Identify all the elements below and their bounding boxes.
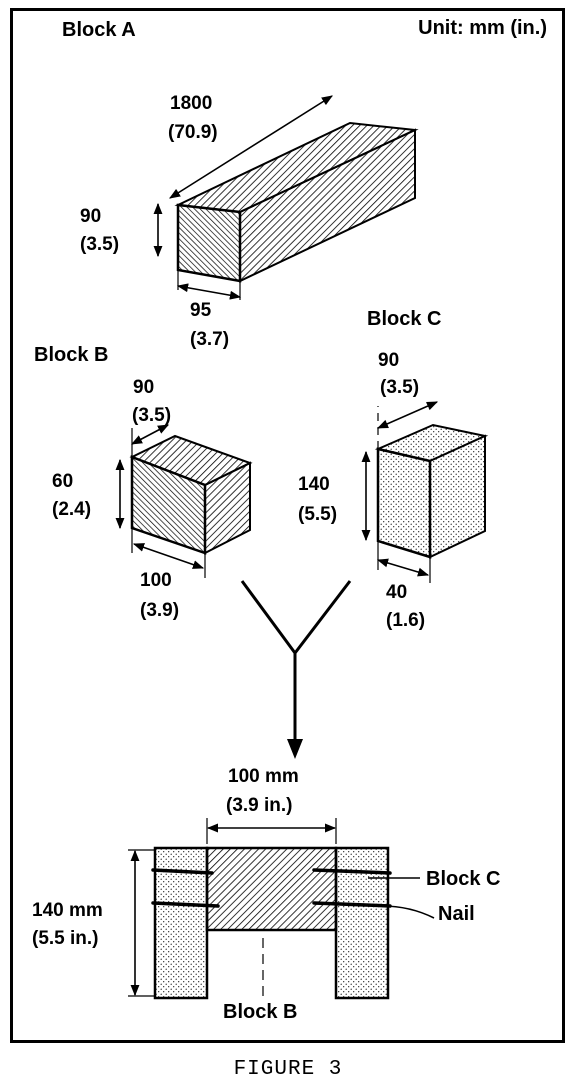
block-b-height-in: (2.4) <box>52 499 91 520</box>
assembly-height-in: (5.5 in.) <box>32 928 99 949</box>
assembly-label-block-c: Block C <box>426 868 500 890</box>
block-c-depth-arrow <box>376 401 439 429</box>
block-b-width-in: (3.9) <box>140 600 179 621</box>
assembly-width-in: (3.9 in.) <box>226 795 293 816</box>
block-b-depth-arrow <box>131 424 169 445</box>
figure-caption: FIGURE 3 <box>233 1058 343 1081</box>
nails <box>151 868 392 908</box>
unit-label: Unit: mm (in.) <box>418 17 547 39</box>
block-b-title: Block B <box>34 344 108 366</box>
block-c-depth-mm: 90 <box>378 350 399 371</box>
block-c-depth-in: (3.5) <box>380 377 419 398</box>
block-a-length-arrow <box>169 95 333 199</box>
block-a-width-arrow <box>176 283 242 300</box>
block-b-width-mm: 100 <box>140 570 172 591</box>
figure-frame: Block A Unit: mm (in.) 1800 (70.9) 90 (3… <box>10 8 565 1043</box>
block-a-width-mm: 95 <box>190 300 212 321</box>
assembly-label-block-b: Block B <box>223 1001 297 1023</box>
block-b-height-mm: 60 <box>52 471 73 492</box>
block-b-depth-mm: 90 <box>133 377 154 398</box>
combine-arrow <box>240 580 352 759</box>
block-a-length-mm: 1800 <box>170 93 212 114</box>
block-c-drawing <box>374 423 489 559</box>
block-a-height-mm: 90 <box>80 206 101 227</box>
block-c-width-arrow <box>376 558 430 577</box>
block-c-height-in: (5.5) <box>298 504 337 525</box>
block-a-title: Block A <box>62 19 136 41</box>
assembly-height-mm: 140 mm <box>32 900 103 921</box>
block-b-depth-in: (3.5) <box>132 405 171 426</box>
block-c-height-mm: 140 <box>298 474 330 495</box>
block-b-width-arrow <box>132 543 205 569</box>
block-a-drawing <box>174 121 419 283</box>
block-c-width-mm: 40 <box>386 582 407 603</box>
assembly-drawing <box>151 846 392 1000</box>
block-c-width-in: (1.6) <box>386 610 425 631</box>
assembly-width-mm: 100 mm <box>228 766 299 787</box>
block-b-drawing <box>129 434 253 555</box>
block-a-width-in: (3.7) <box>190 329 229 350</box>
block-a-height-in: (3.5) <box>80 234 119 255</box>
block-a-length-in: (70.9) <box>168 122 218 143</box>
assembly-label-nail: Nail <box>438 903 475 925</box>
block-c-title: Block C <box>367 308 441 330</box>
